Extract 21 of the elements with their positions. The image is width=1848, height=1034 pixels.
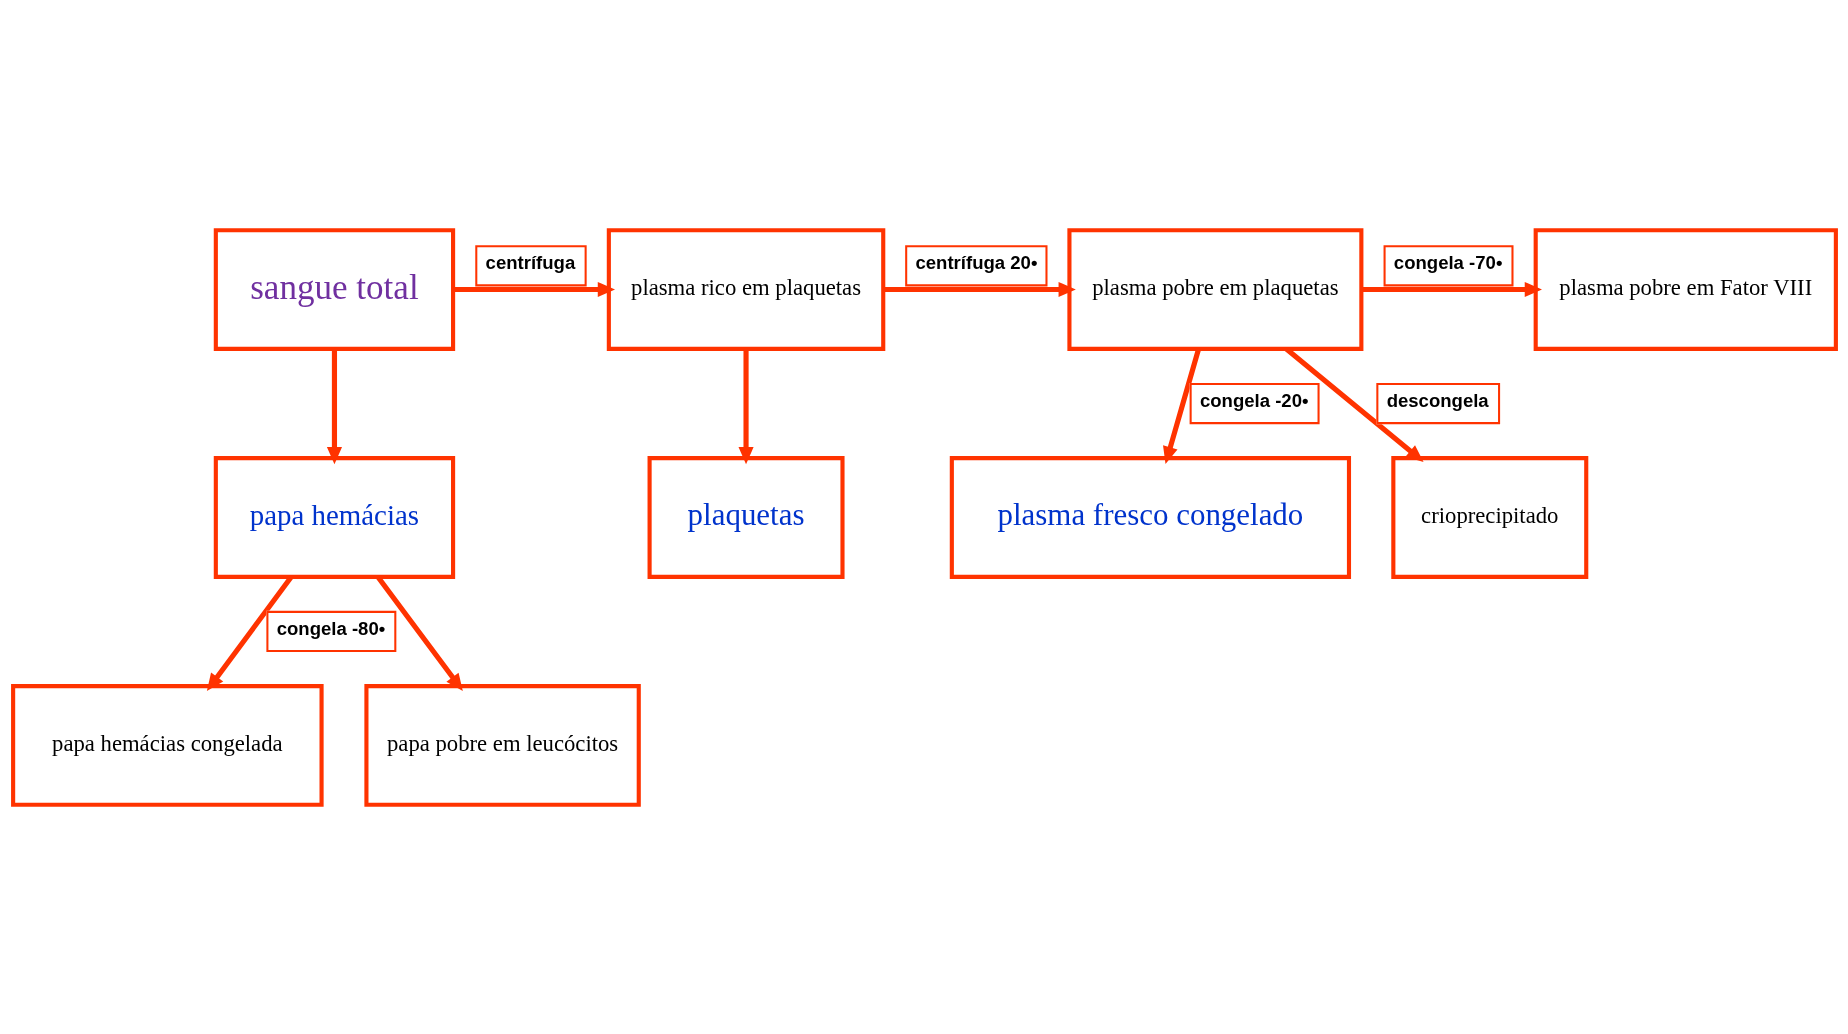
arrow [738, 348, 754, 464]
arrow [452, 281, 615, 297]
edge-label: descongela [1386, 389, 1489, 411]
node-box: plasma pobre em plaquetas [1066, 227, 1363, 351]
node-box: plasma rico em plaquetas [606, 227, 885, 351]
node-box: plaquetas [647, 455, 845, 579]
arrow [326, 348, 342, 464]
node-box: crioprecipitado [1390, 455, 1588, 579]
node-box: papa hemácias congelada [10, 683, 324, 807]
arrow [882, 281, 1076, 297]
edge-label: congela -80• [276, 617, 385, 639]
edge-label: congela -70• [1393, 251, 1502, 273]
edge-label: congela -20• [1199, 389, 1308, 411]
edge-label: centrífuga 20• [914, 251, 1037, 273]
edge-label: centrífuga [485, 251, 575, 273]
node-box: papa pobre em leucócitos [363, 683, 641, 807]
node-box: plasma fresco congelado [949, 455, 1351, 579]
node-box: sangue total [213, 227, 455, 351]
node-box: papa hemácias [213, 455, 455, 579]
arrow [1361, 281, 1542, 297]
node-box: plasma pobre em Fator VIII [1533, 227, 1838, 351]
